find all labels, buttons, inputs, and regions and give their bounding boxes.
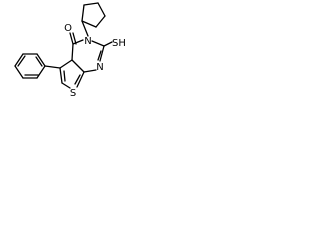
- cyclopentyl-ring: [81, 2, 106, 28]
- molecule-structure: O N SH N S: [14, 2, 126, 99]
- pyrimidinone-ring: [71, 39, 105, 73]
- thiol-label: SH: [112, 38, 126, 49]
- thiophene-ring: [59, 59, 85, 89]
- nitrogen-1-label: N: [96, 62, 103, 73]
- nitrogen-3-label: N: [84, 36, 91, 47]
- phenyl-ring: [14, 53, 46, 79]
- carbonyl-bond: [69, 32, 77, 45]
- phenyl-attachment-bond: [44, 65, 61, 69]
- thiol-bond: [103, 41, 113, 47]
- sulfur-ring-label: S: [70, 88, 76, 99]
- n3-cyclopentyl-bond: [81, 20, 89, 37]
- oxygen-label: O: [64, 23, 72, 34]
